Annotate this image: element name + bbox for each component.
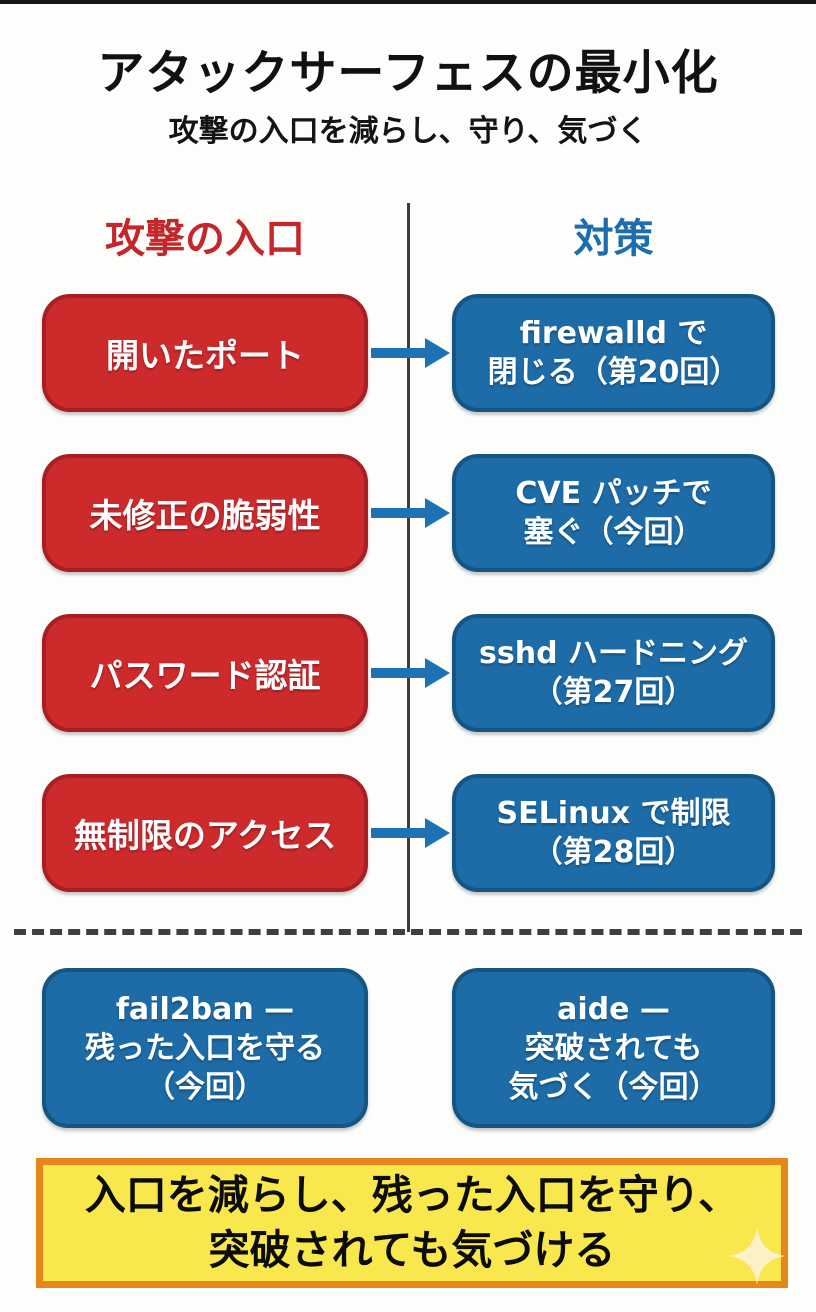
extra-box-line: 突破されても: [524, 1030, 703, 1066]
counter-box-line: sshd ハードニング: [479, 636, 748, 671]
counter-box-cve-patch: CVE パッチで 塞ぐ（今回）: [452, 454, 775, 572]
page-title: アタックサーフェスの最小化: [97, 46, 719, 101]
attack-box-label: パスワード認証: [89, 656, 321, 695]
top-edge-strip: [0, 0, 816, 4]
vertical-divider: [407, 203, 410, 932]
attack-box-open-ports: 開いたポート: [42, 294, 368, 412]
right-arrow-icon: [371, 498, 450, 528]
extra-box-line: （今回）: [145, 1069, 265, 1105]
extra-box-line: aide —: [557, 991, 670, 1027]
counter-box-firewalld: firewalld で 閉じる（第20回）: [452, 294, 775, 412]
arrow-head: [425, 498, 450, 528]
arrow-shaft: [371, 508, 427, 518]
summary-banner-line: 突破されても気づける: [208, 1226, 616, 1274]
page-subtitle: 攻撃の入口を減らし、守り、気づく: [168, 114, 648, 149]
right-arrow-icon: [371, 818, 450, 848]
summary-banner: 入口を減らし、残った入口を守り、 突破されても気づける: [36, 1158, 788, 1288]
counter-box-line: （第28回）: [532, 835, 695, 870]
attack-box-unrestricted-access: 無制限のアクセス: [42, 774, 368, 892]
counter-box-line: 塞ぐ（今回）: [523, 515, 704, 550]
extra-box-line: fail2ban —: [115, 991, 295, 1027]
attack-box-unpatched-vulns: 未修正の脆弱性: [42, 454, 368, 572]
summary-banner-line: 入口を減らし、残った入口を守り、: [84, 1170, 740, 1219]
counter-box-selinux: SELinux で制限 （第28回）: [452, 774, 775, 892]
arrow-head: [425, 338, 450, 368]
right-arrow-icon: [371, 658, 450, 688]
column-header-countermeasure: 対策: [573, 216, 654, 262]
arrow-shaft: [371, 348, 427, 358]
counter-box-line: firewalld で: [519, 316, 708, 351]
right-arrow-icon: [371, 338, 450, 368]
arrow-head: [425, 818, 450, 848]
dashed-divider: [14, 929, 802, 935]
extra-box-fail2ban: fail2ban — 残った入口を守る （今回）: [42, 968, 368, 1128]
arrow-shaft: [371, 668, 427, 678]
counter-box-line: SELinux で制限: [496, 796, 731, 831]
counter-box-line: （第27回）: [532, 675, 695, 710]
extra-box-line: 残った入口を守る: [85, 1030, 325, 1066]
attack-box-password-auth: パスワード認証: [42, 614, 368, 732]
extra-box-aide: aide — 突破されても 気づく（今回）: [452, 968, 775, 1128]
attack-box-label: 無制限のアクセス: [73, 816, 337, 855]
sparkle-icon: [728, 1227, 786, 1285]
arrow-shaft: [371, 828, 427, 838]
arrow-head: [425, 658, 450, 688]
attack-box-label: 未修正の脆弱性: [89, 496, 321, 535]
counter-box-line: 閉じる（第20回）: [487, 355, 740, 390]
column-header-attack: 攻撃の入口: [105, 216, 305, 262]
counter-box-sshd-hardening: sshd ハードニング （第27回）: [452, 614, 775, 732]
extra-box-line: 気づく（今回）: [508, 1069, 719, 1105]
attack-box-label: 開いたポート: [106, 336, 304, 375]
counter-box-line: CVE パッチで: [515, 476, 712, 511]
